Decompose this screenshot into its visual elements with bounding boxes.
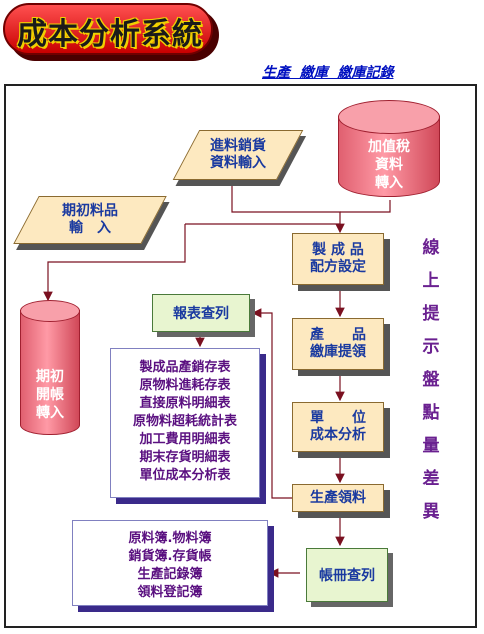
opening-cylinder-label: 期初 開帳 轉入	[36, 369, 64, 421]
ledger-query-node: 帳冊查列	[306, 548, 388, 602]
report-query-node: 報表查列	[152, 294, 250, 332]
opening-materials-input-node: 期初料品 輸 入	[13, 196, 167, 244]
ledger-item: 領料登記簿	[137, 585, 203, 600]
title-pill	[3, 3, 213, 55]
opening-cylinder-body	[20, 310, 80, 435]
report-item: 期末存貨明細表	[139, 450, 231, 465]
online-inventory-variance-text: 線 上 提 示 盤 點 量 差 異	[420, 232, 442, 529]
vertical-char: 示	[422, 337, 440, 357]
opening-balance-transfer-cylinder: 期初 開帳 轉入	[20, 300, 80, 440]
vat-cylinder-label: 加值稅 資料 轉入	[368, 139, 410, 191]
production-issue-step: 生產領料	[292, 484, 384, 512]
report-item: 單位成本分析表	[139, 468, 231, 483]
vertical-char: 盤	[422, 370, 440, 390]
product-formula-step: 製 成 品 配方設定	[292, 233, 384, 285]
vertical-char: 點	[422, 403, 440, 423]
report-query-label: 報表查列	[173, 306, 229, 322]
report-item: 製成品產銷存表	[139, 360, 231, 375]
opening-materials-input-label: 期初料品 輸 入	[62, 203, 118, 236]
ledger-query-label: 帳冊查列	[319, 568, 375, 584]
vertical-char: 上	[422, 271, 440, 291]
diagram-frame	[4, 84, 477, 628]
report-item: 加工費用明細表	[139, 432, 231, 447]
product-receipt-step: 產 品 繳庫提領	[292, 318, 384, 370]
vertical-char: 線	[422, 238, 440, 258]
opening-cylinder-top	[20, 300, 80, 322]
vat-data-transfer-cylinder: 加值稅 資料 轉入	[338, 100, 440, 204]
vertical-char: 差	[422, 469, 440, 489]
app-title: 成本分析系統	[17, 17, 203, 52]
report-item: 原物料進耗存表	[139, 378, 231, 393]
report-item: 原物料超耗統計表	[132, 414, 237, 429]
vertical-char: 異	[422, 502, 440, 522]
ledger-item: 生產記錄簿	[137, 567, 203, 582]
title-badge: 成本分析系統	[3, 3, 221, 63]
vat-cylinder-top	[338, 100, 440, 134]
ledger-item: 銷貨簿.存貨帳	[128, 549, 212, 564]
subtitle-link[interactable]: 生產 繳庫 繳庫記錄	[262, 65, 394, 81]
report-item: 直接原料明細表	[139, 396, 231, 411]
ledger-item: 原料簿.物料簿	[128, 531, 212, 546]
ledger-list-box: 原料簿.物料簿 銷貨簿.存貨帳 生產記錄簿 領料登記簿	[72, 520, 268, 606]
report-list-box: 製成品產銷存表 原物料進耗存表 直接原料明細表 原物料超耗統計表 加工費用明細表…	[110, 348, 260, 498]
vertical-char: 提	[422, 304, 440, 324]
purchase-sales-input-label: 進料銷貨 資料輸入	[210, 138, 266, 171]
unit-cost-analysis-step: 單 位 成本分析	[292, 402, 384, 452]
vertical-char: 量	[422, 436, 440, 456]
